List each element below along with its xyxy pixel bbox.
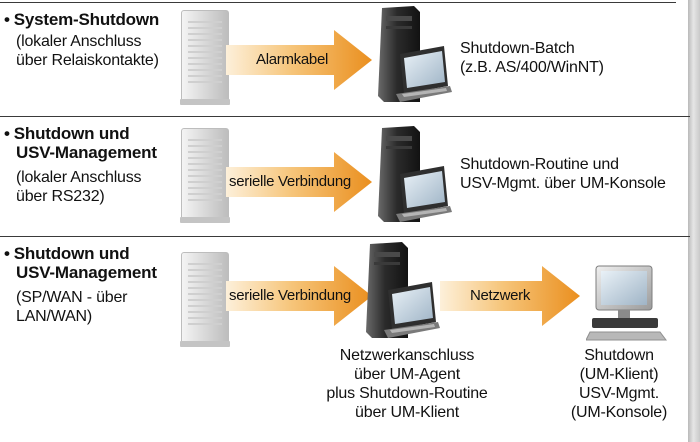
row-divider	[0, 236, 690, 237]
arrow-label: Netzwerk	[469, 287, 531, 304]
server-with-laptop-icon	[378, 6, 452, 102]
row1-description: (lokaler Anschluss über Relaiskontakte)	[16, 33, 159, 69]
desktop-computer-icon	[586, 265, 667, 341]
right-arrow-icon	[440, 266, 580, 326]
ups-cabinet-icon	[180, 10, 230, 105]
right-arrow-icon	[226, 266, 372, 326]
server-with-laptop-icon	[366, 242, 440, 338]
bullet: •	[4, 10, 10, 29]
ups-cabinet-icon	[180, 128, 230, 223]
client-caption: Shutdown (UM-Klient) USV-Mgmt. (UM-Konso…	[570, 347, 668, 421]
ups-cabinet-icon	[180, 252, 230, 347]
row3-title: •Shutdown und USV-Management	[4, 244, 157, 282]
row2-description: (lokaler Anschluss über RS232)	[16, 169, 142, 205]
right-edge-strip	[688, 0, 700, 442]
bullet: •	[4, 124, 10, 143]
row-divider	[0, 116, 690, 117]
arrow-label: serielle Verbindung	[229, 173, 351, 190]
row1-target-description: Shutdown-Batch (z.B. AS/400/WinNT)	[460, 40, 604, 76]
arrow-label: Alarmkabel	[255, 51, 329, 68]
row2-title: •Shutdown und USV-Management	[4, 124, 157, 162]
row3-description: (SP/WAN - über LAN/WAN)	[16, 289, 128, 325]
row2-target-description: Shutdown-Routine und USV-Mgmt. über UM-K…	[460, 156, 666, 192]
server-caption: Netzwerkanschluss über UM-Agent plus Shu…	[326, 347, 488, 421]
row1-title: •System-Shutdown	[4, 10, 160, 29]
row-divider	[0, 2, 676, 3]
server-with-laptop-icon	[378, 126, 452, 222]
right-arrow-icon	[226, 152, 372, 212]
arrow-label: serielle Verbindung	[229, 287, 351, 304]
right-arrow-icon	[226, 30, 372, 90]
bullet: •	[4, 244, 10, 263]
